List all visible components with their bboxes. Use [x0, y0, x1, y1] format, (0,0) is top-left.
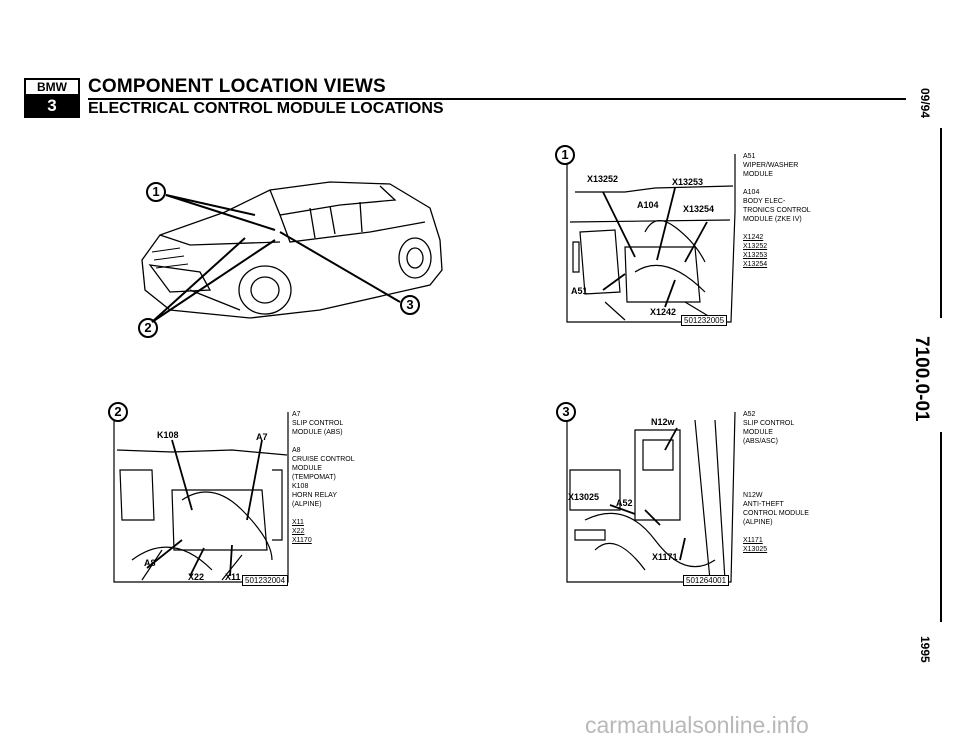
view3-legend: A52 SLIP CONTROL MODULE (ABS/ASC) N12w A…: [743, 410, 809, 554]
view2-callout-k108: K108: [157, 430, 179, 440]
view1-callout-a104: A104: [637, 200, 659, 210]
legend-connector: X1242: [743, 234, 764, 241]
view2-callout-a8: A8: [144, 558, 156, 568]
legend-line: ANTI-THEFT: [743, 501, 784, 508]
watermark-text: carmanualsonline.info: [585, 712, 809, 738]
view2-detail-illustration: [113, 412, 289, 583]
legend-connector: X1171: [743, 537, 763, 544]
view2-number: 2: [108, 402, 128, 422]
legend-line: A8: [292, 447, 301, 454]
legend-line: MODULE: [743, 429, 773, 436]
view2-callout-x11: X11: [225, 572, 241, 582]
view1-number: 1: [555, 145, 575, 165]
legend-connector: X1170: [292, 537, 312, 544]
legend-connector: X13252: [743, 243, 768, 250]
legend-line: K108: [292, 483, 309, 490]
view3-detail-illustration: [566, 411, 736, 583]
legend-line: (ALPINE): [292, 501, 322, 508]
legend-line: TRONICS CONTROL: [743, 207, 811, 214]
legend-line: (TEMPOMAT): [292, 474, 336, 481]
logo-series-text: 3: [26, 96, 78, 116]
legend-line: MODULE: [743, 171, 773, 178]
legend-connector: X13253: [743, 252, 768, 259]
legend-line: SLIP CONTROL: [743, 420, 795, 427]
legend-line: [743, 455, 809, 491]
legend-line: (ABS/ASC): [743, 438, 779, 445]
car-overview-illustration: [141, 181, 443, 319]
overview-callout-3: 3: [400, 295, 420, 315]
legend-line: N12w: [743, 492, 763, 499]
legend-connector: X13254: [743, 261, 768, 268]
bmw-3-series-logo: BMW 3: [24, 78, 80, 118]
legend-line: CONTROL MODULE: [743, 510, 809, 517]
legend-line: [743, 446, 809, 455]
legend-line: MODULE (ZKE IV): [743, 216, 802, 223]
view3-callout-n12w: N12w: [651, 417, 675, 427]
view1-callout-x13252: X13252: [587, 174, 619, 184]
page-title: COMPONENT LOCATION VIEWS: [88, 76, 386, 97]
view3-callout-x13025: X13025: [568, 492, 600, 502]
page-subtitle: ELECTRICAL CONTROL MODULE LOCATIONS: [88, 100, 444, 117]
view1-callout-a51: A51: [571, 286, 588, 296]
legend-line: WIPER/WASHER: [743, 162, 799, 169]
legend-line: MODULE (ABS): [292, 429, 343, 436]
view2-legend: A7 SLIP CONTROL MODULE (ABS) A8 CRUISE C…: [292, 410, 355, 545]
legend-line: MODULE: [292, 465, 322, 472]
side-rule-bottom: [940, 432, 942, 622]
legend-line: HORN RELAY: [292, 492, 337, 499]
view1-legend: A51 WIPER/WASHER MODULE A104 BODY ELEC- …: [743, 152, 811, 269]
view1-figure-code: 501232005: [681, 315, 728, 326]
legend-line: A104: [743, 189, 760, 196]
view1-callout-x13254: X13254: [683, 204, 715, 214]
view3-callout-x1171: X1171: [652, 552, 678, 562]
legend-line: CRUISE CONTROL: [292, 456, 355, 463]
legend-line: [743, 179, 811, 188]
legend-line: A7: [292, 411, 301, 418]
legend-line: BODY ELEC-: [743, 198, 786, 205]
legend-line: A51: [743, 153, 756, 160]
overview-callout-1: 1: [146, 182, 166, 202]
view1-callout-x13253: X13253: [672, 177, 704, 187]
header-rule: [88, 98, 906, 100]
legend-line: [292, 509, 355, 518]
view2-callout-a7: A7: [256, 432, 268, 442]
legend-connector: X22: [292, 528, 305, 535]
logo-brand-text: BMW: [26, 80, 78, 96]
view2-callout-x22: X22: [188, 572, 205, 582]
legend-connector: X13025: [743, 546, 768, 553]
legend-connector: X11: [292, 519, 304, 526]
legend-line: SLIP CONTROL: [292, 420, 344, 427]
legend-line: [292, 437, 355, 446]
view1-callout-x1242: X1242: [650, 307, 677, 317]
view2-figure-code: 501232004: [242, 575, 289, 586]
view3-number: 3: [556, 402, 576, 422]
legend-line: (ALPINE): [743, 519, 773, 526]
view3-callout-a52: A52: [616, 498, 633, 508]
view1-detail-illustration: [566, 154, 736, 323]
legend-line: [743, 527, 809, 536]
legend-line: A52: [743, 411, 756, 418]
side-rule-top: [940, 128, 942, 318]
view3-figure-code: 501264001: [683, 575, 730, 586]
overview-callout-2: 2: [138, 318, 158, 338]
legend-line: [743, 224, 811, 233]
